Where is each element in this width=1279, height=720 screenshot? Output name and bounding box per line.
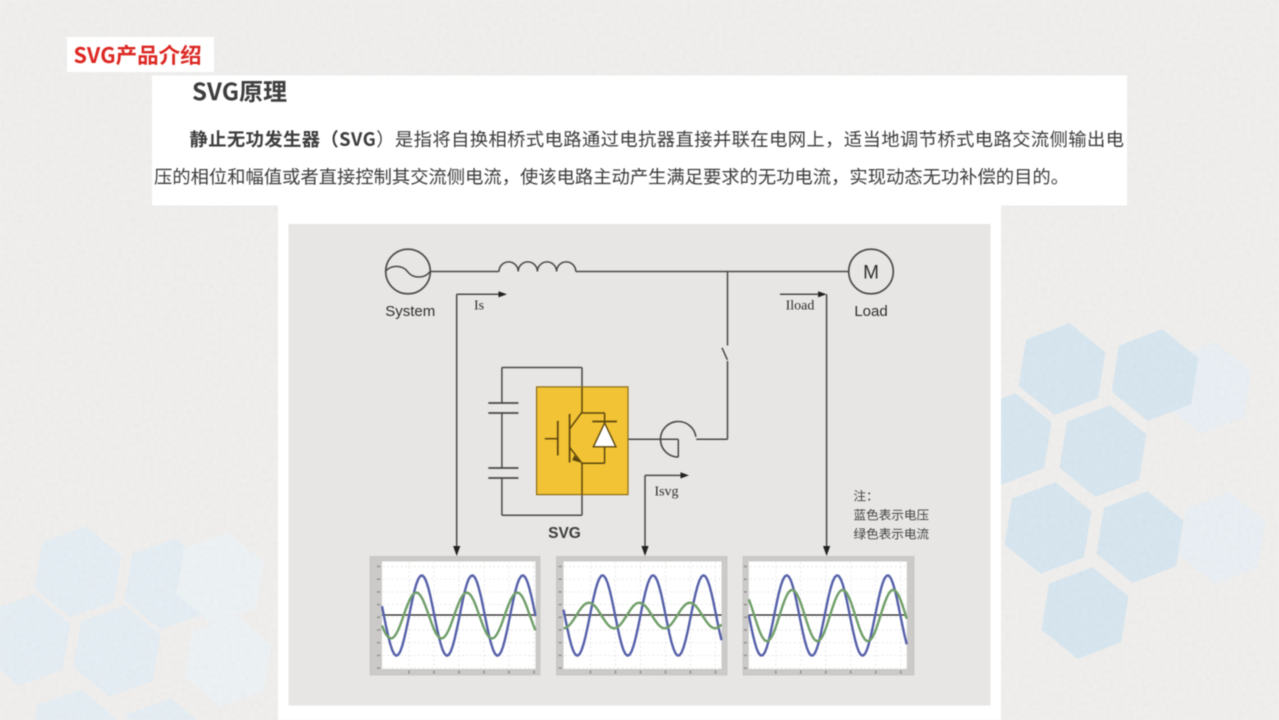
svg-text:System: System <box>385 303 435 320</box>
svg-text:Isvg: Isvg <box>654 485 678 500</box>
svg-text:Iload: Iload <box>786 299 815 314</box>
svg-text:M: M <box>863 262 879 283</box>
svg-text:Is: Is <box>474 299 484 314</box>
svg-text:Load: Load <box>854 303 887 320</box>
svg-text:SVG: SVG <box>548 525 581 542</box>
